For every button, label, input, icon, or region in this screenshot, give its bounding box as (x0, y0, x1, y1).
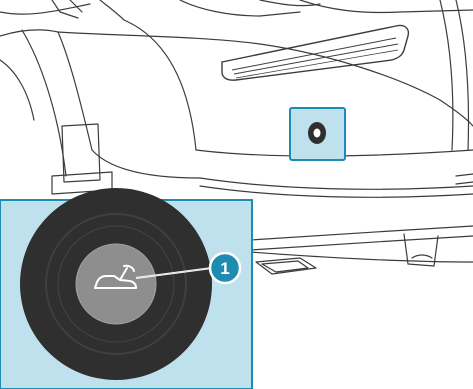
button-location-highlight (290, 108, 345, 160)
detail-inset (0, 188, 252, 389)
callout-1: 1 (210, 253, 240, 283)
callout-number: 1 (220, 259, 229, 278)
